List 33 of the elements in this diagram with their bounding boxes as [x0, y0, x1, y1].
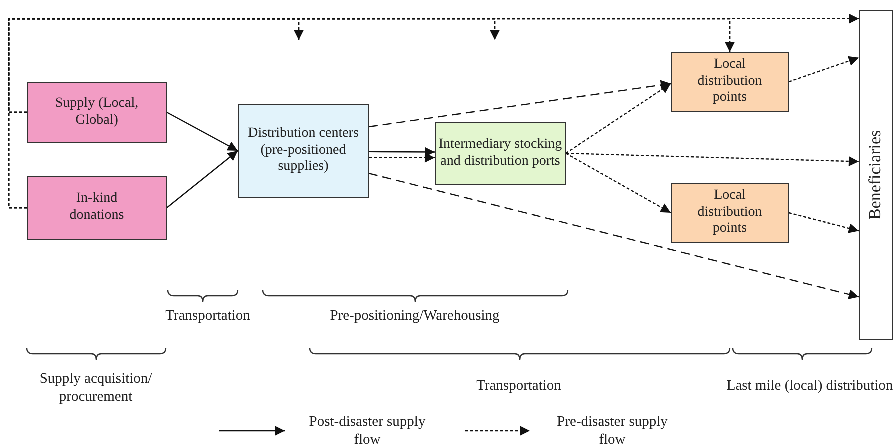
beneficiaries-bar: [859, 10, 893, 340]
stage-label: Last mile (local) distribution: [726, 377, 894, 396]
legend-label: Pre-disaster supply flow: [556, 413, 669, 447]
node-label: Intermediary stocking and distribution ports: [438, 136, 564, 170]
arrow: [788, 56, 860, 83]
stage-label: Supply acquisition/ procurement: [38, 370, 154, 406]
process-box: [435, 122, 566, 185]
arrow: [8, 14, 859, 209]
node-label: Distribution centers (pre-positioned supplies): [247, 126, 360, 176]
arrow: [788, 212, 860, 234]
node-label: Local distribution points: [696, 188, 764, 238]
arrow: [368, 80, 672, 128]
stage-label: Pre-positioning/Warehousing: [329, 307, 501, 326]
arrow: [369, 147, 435, 158]
stage-label: Transportation: [476, 377, 562, 396]
node-label: Local distribution points: [696, 56, 764, 108]
process-box: [671, 183, 789, 243]
process-box: [27, 176, 167, 240]
arrow: [166, 112, 238, 152]
node-label: Beneficiaries: [866, 130, 886, 220]
arrow: [369, 152, 435, 163]
process-box: [238, 104, 369, 198]
legend-label: Post-disaster supply flow: [308, 413, 427, 447]
arrow: [566, 83, 672, 154]
stage-label: Transportation: [164, 307, 252, 326]
arrow: [566, 152, 672, 214]
node-label: Supply (Local, Global): [54, 96, 140, 130]
process-box: [671, 52, 789, 112]
arrow: [368, 172, 860, 300]
node-label: In-kind donations: [68, 191, 126, 225]
arrow: [166, 150, 238, 208]
process-box: [27, 82, 167, 143]
arrow: [566, 152, 860, 167]
